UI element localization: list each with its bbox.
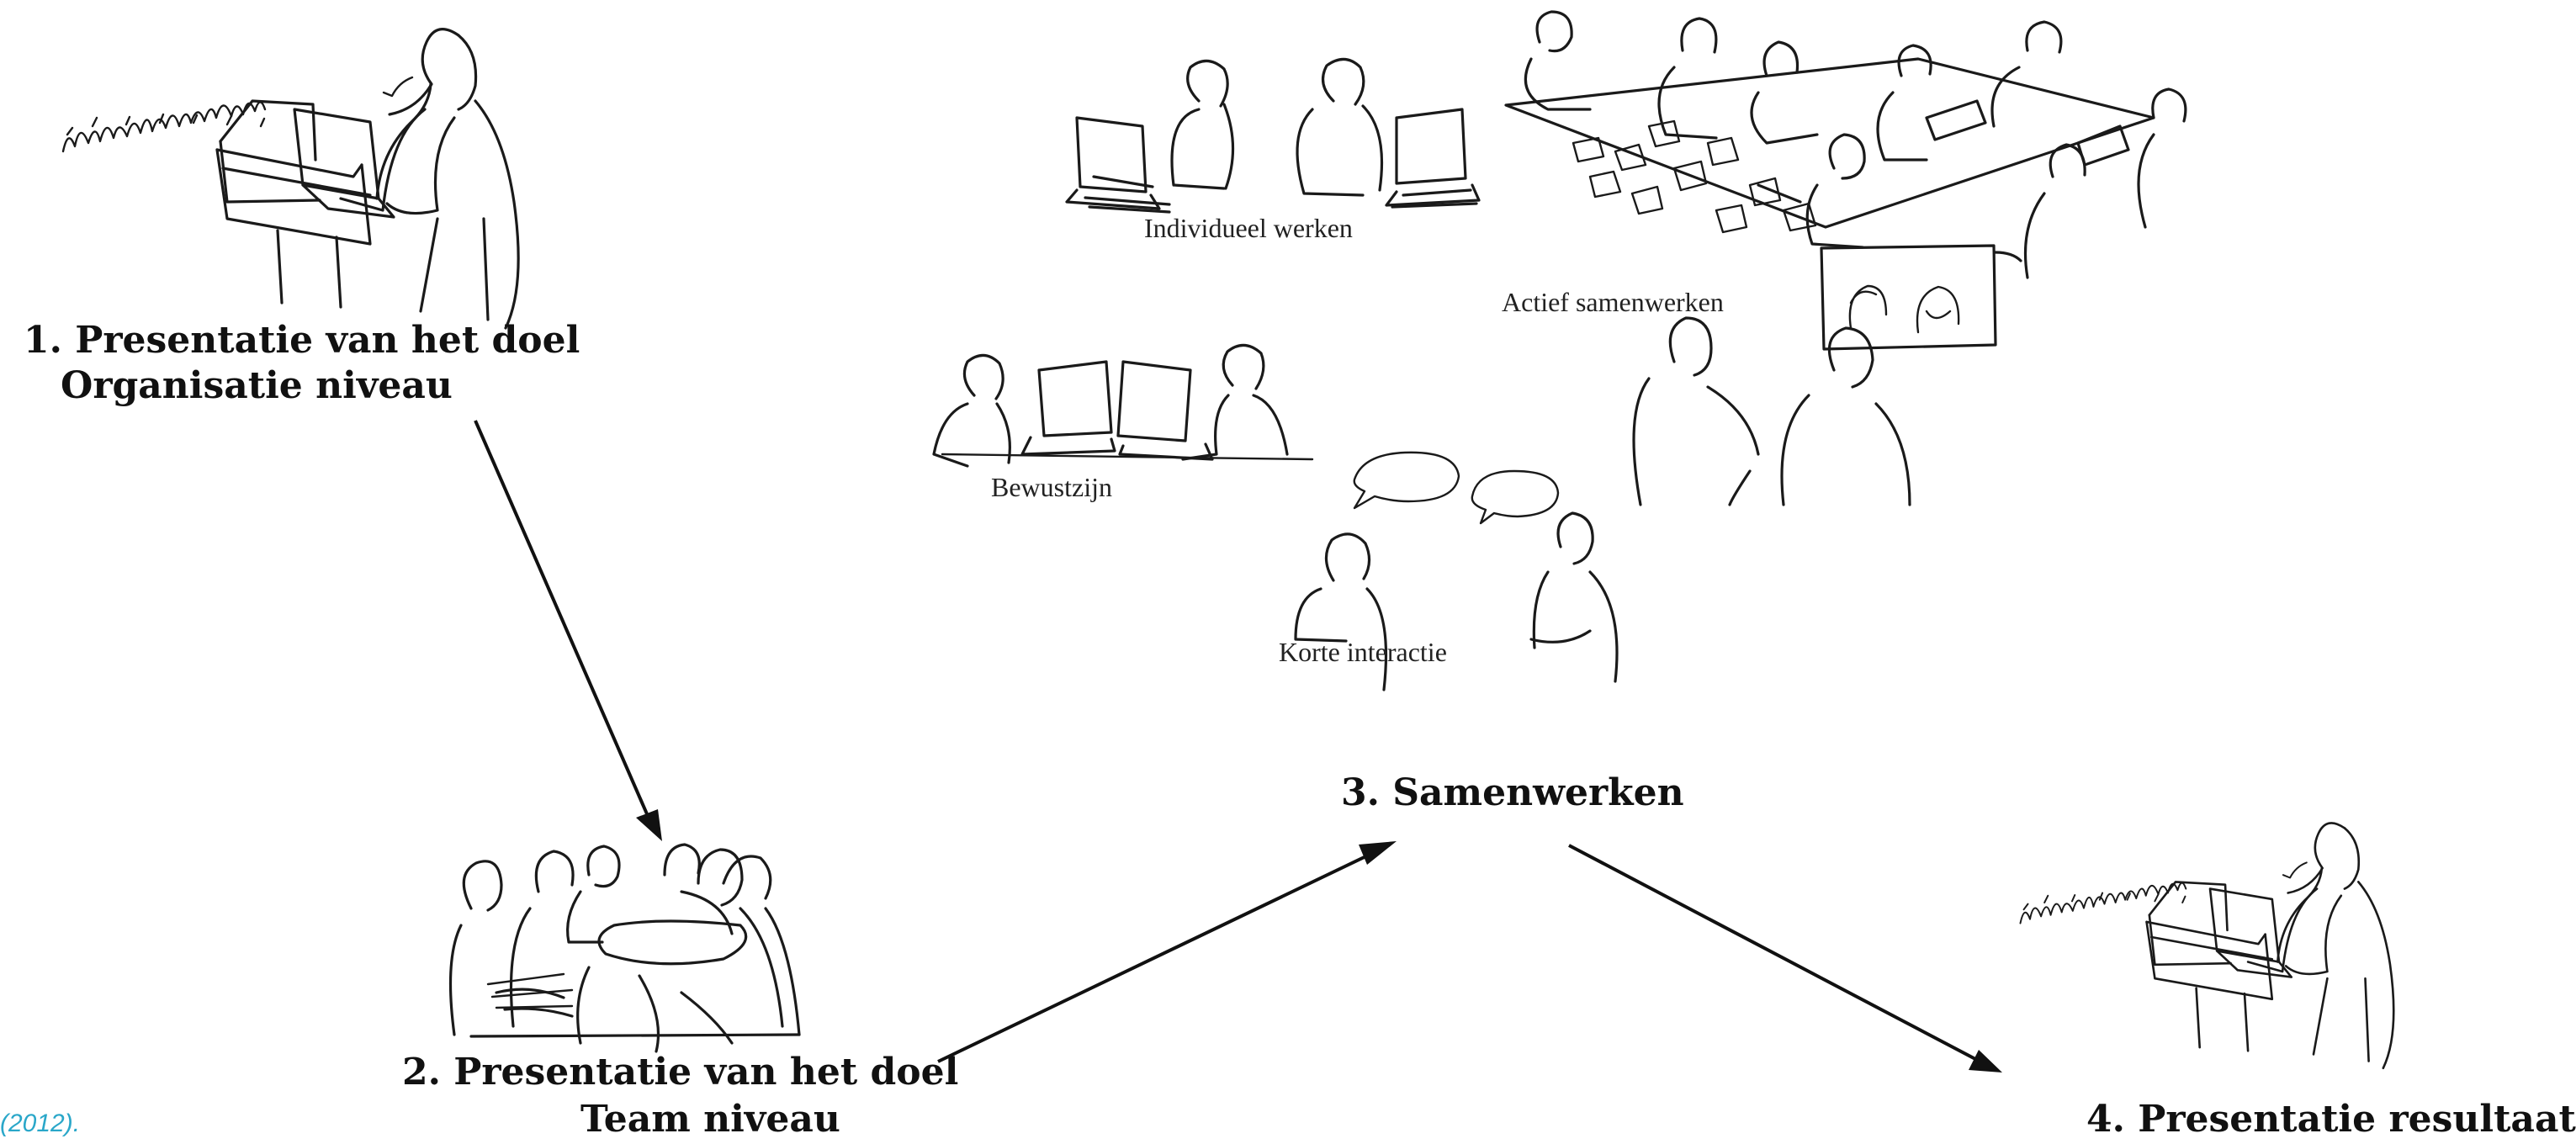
awareness-illustration [932, 343, 1314, 468]
flow-arrows [474, 420, 2002, 1072]
mode-awareness-label: Bewustzijn [991, 472, 1112, 502]
mode-active-label: Actief samenwerken [1502, 287, 1724, 317]
mode-short-interaction-label: Korte interactie [1279, 637, 1447, 667]
stage-1-title: 1. Presentatie van het doel [24, 319, 580, 362]
mode-individual-label: Individueel werken [1144, 213, 1353, 243]
presenter-result-illustration [2019, 822, 2395, 1070]
citation-year: (2012). [0, 1110, 81, 1137]
short-interaction-illustration [1294, 451, 1619, 691]
active-collaboration-illustration [1504, 10, 2187, 506]
stage-2-title: 2. Presentatie van het doel [402, 1051, 959, 1094]
stage-2-subtitle: Team niveau [580, 1098, 840, 1141]
collaboration-process-diagram: 1. Presentatie van het doel Organisatie … [0, 10, 2576, 1141]
stage-4-title: 4. Presentatie resultaat [2086, 1098, 2576, 1141]
stage-3-title: 3. Samenwerken [1341, 771, 1684, 814]
team-meeting-illustration [448, 843, 801, 1053]
individual-work-illustration [1065, 57, 1481, 214]
presenter-lectern-illustration [61, 28, 520, 330]
diagram-drawing [61, 10, 2395, 1072]
stage-1-subtitle: Organisatie niveau [61, 364, 453, 407]
